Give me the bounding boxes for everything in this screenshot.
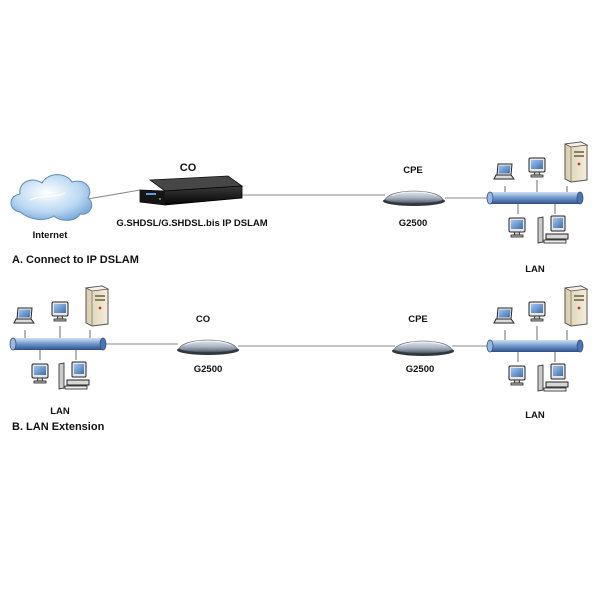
- monitor-icon: [508, 365, 526, 386]
- caption-b: B. LAN Extension: [12, 421, 105, 433]
- cloud-icon: [10, 174, 93, 221]
- lan-label-b-right: LAN: [525, 410, 545, 421]
- lan-bus-icon: [486, 191, 584, 205]
- co-model-b: G2500: [194, 364, 223, 375]
- lan-group-b-left: [9, 285, 109, 390]
- monitor-icon: [31, 363, 49, 384]
- server-icon: [564, 141, 588, 183]
- desktop-icon: [537, 363, 569, 392]
- lan-group-a: [486, 141, 588, 244]
- modem-icon: [391, 340, 455, 357]
- cpe-model-a: G2500: [399, 218, 428, 229]
- lan-label-b-left: LAN: [50, 406, 70, 417]
- scenario-b: LAN CO G2500 CPE G2500 LAN B. LAN Extens…: [9, 285, 588, 433]
- laptop-icon: [493, 163, 515, 180]
- laptop-icon: [13, 307, 35, 324]
- internet-label: Internet: [33, 230, 69, 241]
- scenario-a: Internet CO G.SHDSL/G.SHDSL.bis IP DSLAM…: [10, 141, 588, 275]
- co-label-a: CO: [180, 162, 197, 174]
- co-label-b: CO: [196, 314, 210, 325]
- modem-icon: [176, 339, 240, 356]
- desktop-icon: [58, 361, 90, 390]
- server-icon: [85, 285, 109, 327]
- monitor-icon: [528, 301, 546, 322]
- monitor-icon: [51, 301, 69, 322]
- server-icon: [564, 285, 588, 327]
- cpe-model-b: G2500: [406, 364, 435, 375]
- dslam-label: G.SHDSL/G.SHDSL.bis IP DSLAM: [116, 218, 267, 229]
- cpe-label-b: CPE: [408, 314, 428, 325]
- cpe-label-a: CPE: [403, 165, 423, 176]
- laptop-icon: [493, 307, 515, 324]
- lan-bus-icon: [486, 339, 584, 353]
- lan-bus-icon: [9, 337, 107, 351]
- lan-label-a: LAN: [525, 264, 545, 275]
- modem-icon: [382, 190, 446, 207]
- monitor-icon: [508, 217, 526, 238]
- monitor-icon: [528, 157, 546, 178]
- caption-a: A. Connect to IP DSLAM: [12, 254, 139, 266]
- desktop-icon: [537, 215, 569, 244]
- internet-dslam-link: [81, 189, 141, 201]
- lan-group-b-right: [486, 285, 588, 392]
- dslam-icon: [139, 175, 244, 206]
